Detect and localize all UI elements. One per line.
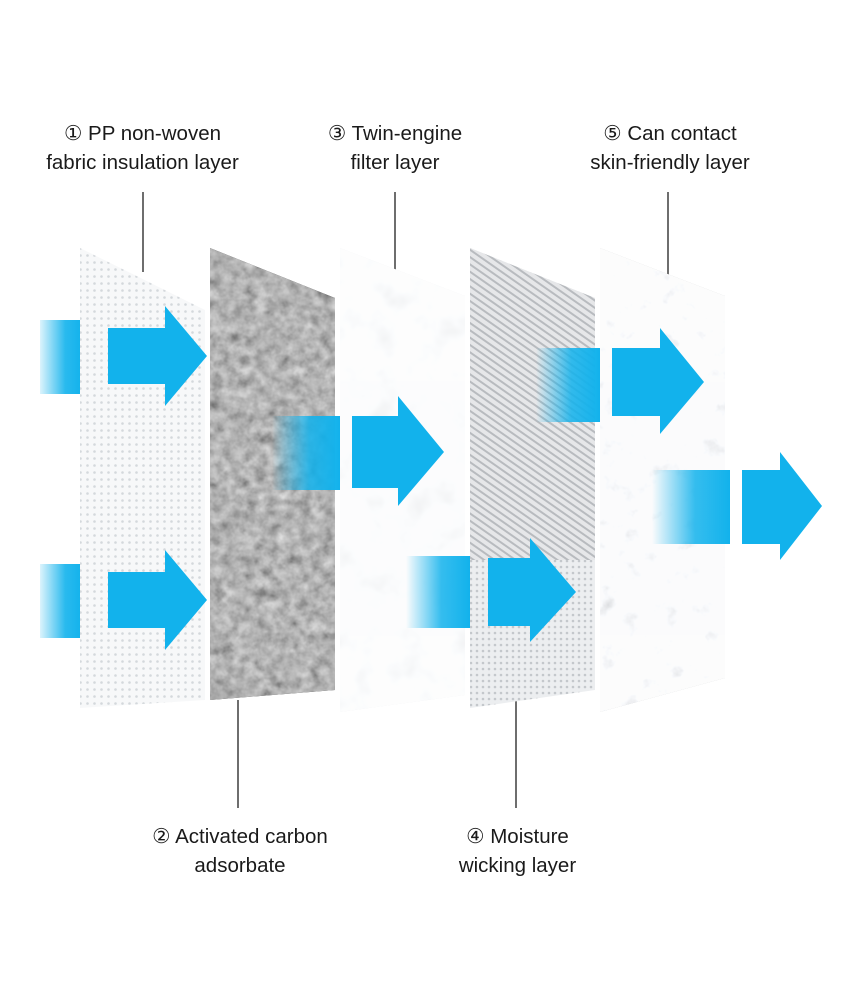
arrow-tail-exit bbox=[652, 470, 730, 544]
right-arrow-icon bbox=[742, 452, 822, 560]
layer-4-moisture-wicking bbox=[470, 248, 595, 708]
label-layer-3: ③ Twin-engine filter layer bbox=[300, 119, 490, 177]
label-layer-5-line2: skin-friendly layer bbox=[590, 151, 750, 174]
label-layer-3-line2: filter layer bbox=[350, 151, 440, 174]
right-arrow-icon bbox=[108, 306, 207, 406]
label-layer-2-line2: adsorbate bbox=[194, 854, 286, 877]
label-layer-2-line1: ② Activated carbon bbox=[152, 825, 328, 848]
right-arrow-icon bbox=[352, 396, 444, 506]
arrow-tail-mid-4 bbox=[406, 556, 470, 628]
label-layer-1-line1: ① PP non-woven bbox=[63, 122, 222, 145]
right-arrow-icon bbox=[488, 538, 576, 642]
label-layer-5-line1: ⑤ Can contact bbox=[603, 122, 737, 145]
label-layer-1-line2: fabric insulation layer bbox=[46, 151, 239, 174]
label-layer-3-line1: ③ Twin-engine bbox=[327, 122, 463, 145]
label-layer-5: ⑤ Can contact skin-friendly layer bbox=[565, 119, 775, 177]
label-layer-1: ① PP non-woven fabric insulation layer bbox=[20, 119, 265, 177]
leader-lines bbox=[142, 192, 669, 808]
arrow-tail-mid-3 bbox=[272, 416, 340, 490]
label-layer-4: ④ Moisture wicking layer bbox=[425, 822, 610, 880]
label-layer-2: ② Activated carbon adsorbate bbox=[125, 822, 355, 880]
layer-1-pp-nonwoven bbox=[80, 248, 205, 708]
arrow-tail-mid-5 bbox=[536, 348, 600, 422]
arrow-tail-left-upper bbox=[40, 320, 82, 394]
right-arrow-icon bbox=[108, 550, 207, 650]
arrow-tail-left-lower bbox=[40, 564, 82, 638]
label-layer-4-line2: wicking layer bbox=[458, 854, 577, 877]
right-arrow-icon bbox=[612, 328, 704, 434]
label-layer-4-line1: ④ Moisture bbox=[466, 825, 569, 848]
